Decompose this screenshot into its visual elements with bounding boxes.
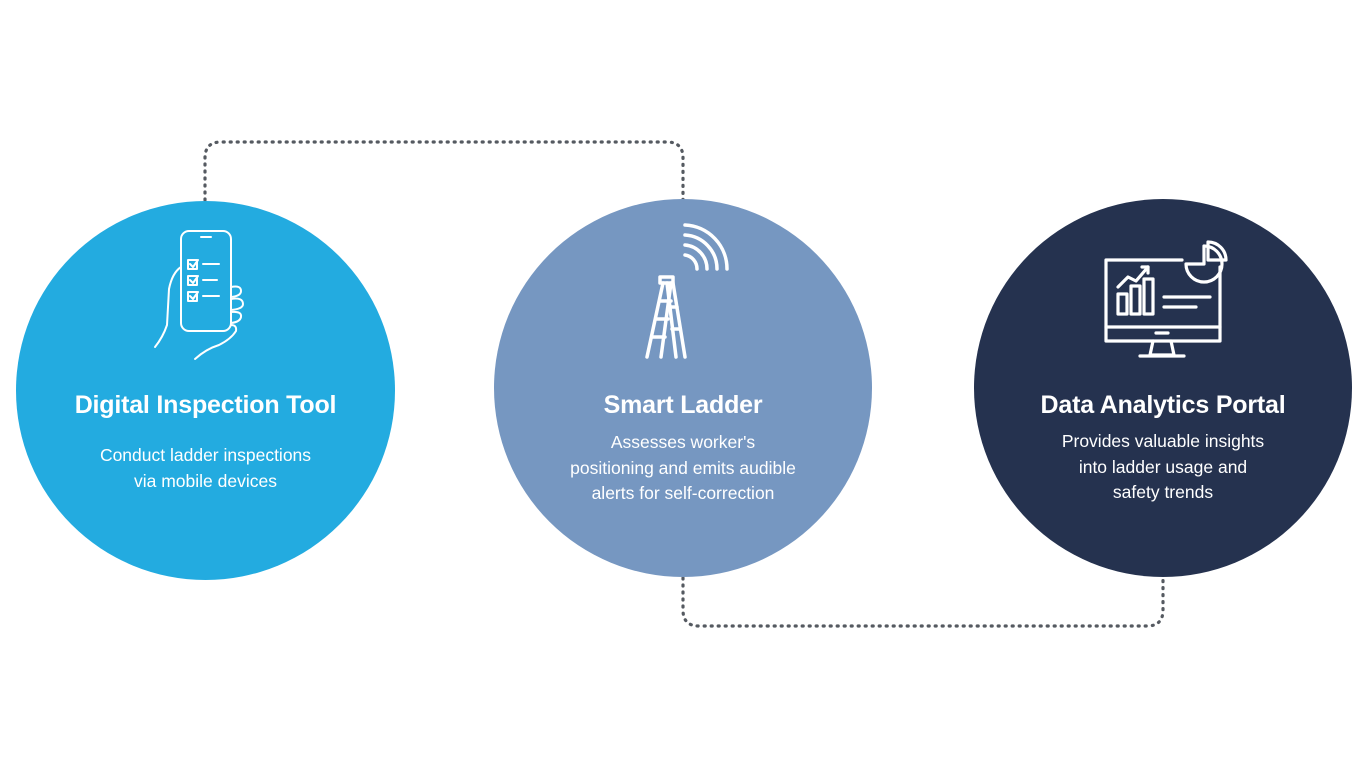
node-title: Digital Inspection Tool bbox=[74, 391, 337, 419]
node-title: Data Analytics Portal bbox=[1040, 391, 1286, 419]
node-smart-ladder: Smart Ladder Assesses worker's positioni… bbox=[494, 199, 872, 577]
ladder-signal-icon bbox=[645, 223, 729, 359]
smartphone-checklist-icon bbox=[153, 230, 244, 360]
node-digital-inspection-tool: Digital Inspection Tool Conduct ladder i… bbox=[16, 201, 395, 580]
node-description: Provides valuable insights into ladder u… bbox=[1061, 431, 1265, 502]
node-description: Conduct ladder inspections via mobile de… bbox=[99, 445, 312, 491]
monitor-analytics-icon bbox=[1104, 240, 1228, 358]
node-data-analytics-portal: Data Analytics Portal Provides valuable … bbox=[974, 199, 1352, 577]
node-description: Assesses worker's positioning and emits … bbox=[570, 432, 796, 503]
connector-2-to-3 bbox=[681, 576, 1165, 628]
connector-1-to-2 bbox=[203, 140, 685, 202]
node-title: Smart Ladder bbox=[603, 391, 763, 419]
